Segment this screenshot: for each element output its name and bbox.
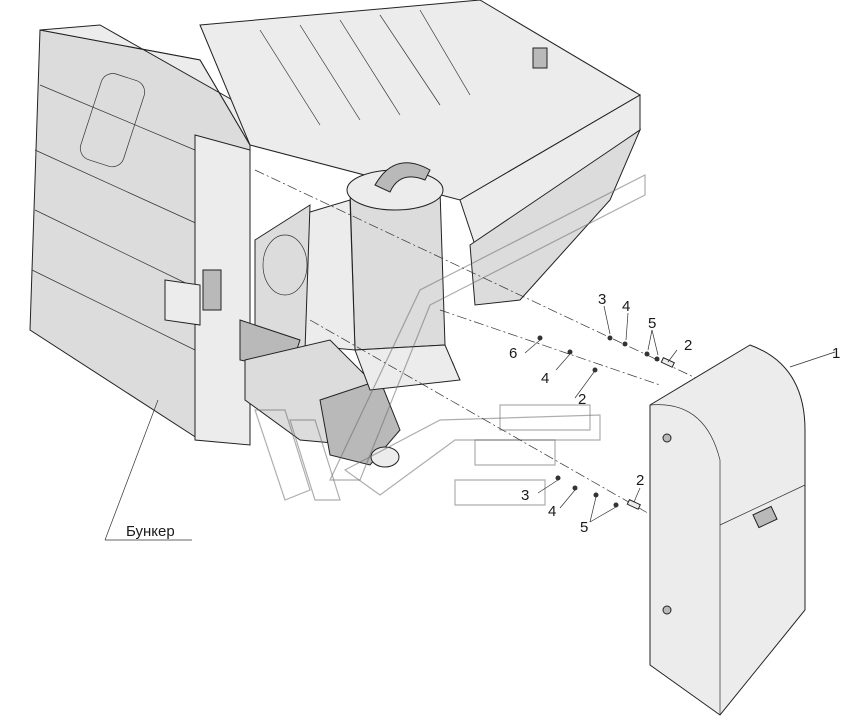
fasteners [537,335,675,510]
callout-5-top: 5 [648,315,656,332]
callout-5-bottom: 5 [580,519,588,536]
callout-1: 1 [832,345,840,362]
top-panels [199,0,642,306]
callout-4-mid: 4 [541,370,549,387]
callout-2-mid: 2 [578,391,586,408]
callout-2-top: 2 [684,337,692,354]
cover-panel [649,344,806,716]
callout-3-bottom: 3 [521,487,529,504]
hopper-body [29,24,251,446]
callout-3-top: 3 [598,291,606,308]
callout-6: 6 [509,345,517,362]
callout-4-top: 4 [622,298,630,315]
callout-2-bottom: 2 [636,472,644,489]
auger-assembly [239,162,461,468]
leader-lines [104,305,836,541]
hopper-label: Бункер [126,523,175,540]
callout-4-bottom: 4 [548,503,556,520]
watermark-logo [254,174,646,506]
callouts: 1 2 2 2 3 3 4 4 4 5 5 6 Бункер [126,291,840,540]
